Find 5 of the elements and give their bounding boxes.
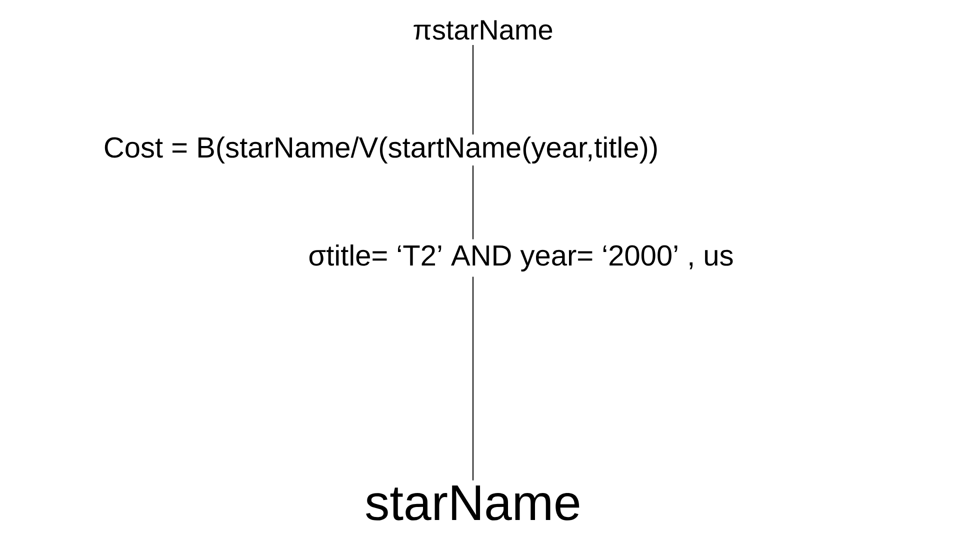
edge-label: Cost = B(starName/V(startName(year,title)) <box>101 134 661 166</box>
node-text: σtitle= ‘T2’ AND year= ‘2000’ , us <box>309 244 733 272</box>
node-text: starName <box>366 486 580 520</box>
node-text: πstarName <box>414 20 552 40</box>
connector-line <box>472 276 474 481</box>
